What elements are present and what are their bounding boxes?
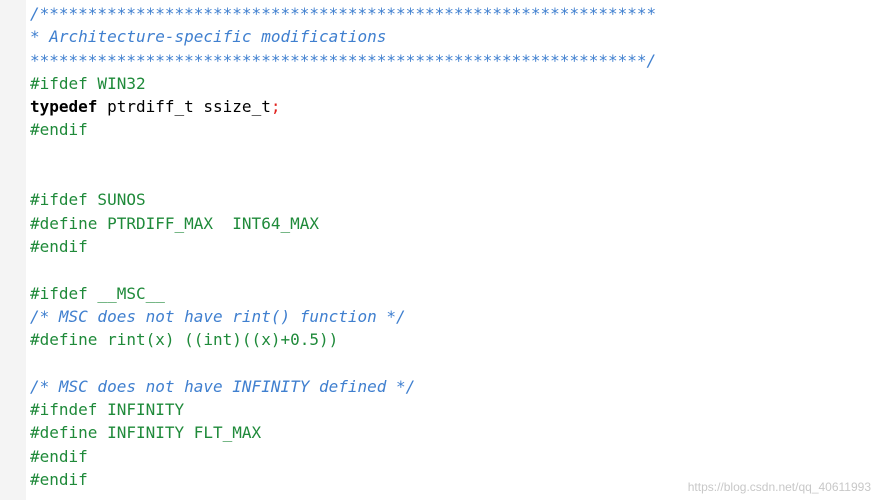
typedef-keyword: typedef bbox=[30, 97, 98, 117]
code-line-17: /* MSC does not have INFINITY defined */ bbox=[30, 376, 416, 396]
code-line-19: #define INFINITY FLT_MAX bbox=[30, 423, 262, 443]
code-line-12 bbox=[30, 258, 656, 281]
code-line-4: #ifdef WIN32 bbox=[30, 73, 146, 93]
code-line-6: #endif bbox=[30, 120, 88, 140]
code-line-14: /* MSC does not have rint() function */ bbox=[30, 306, 406, 326]
code-line-3: ****************************************… bbox=[30, 50, 657, 70]
code-line-9: #ifdef SUNOS bbox=[30, 190, 146, 210]
code-line-11: #endif bbox=[30, 236, 88, 256]
code-line-10: #define PTRDIFF_MAX INT64_MAX bbox=[30, 213, 319, 233]
code-line-21: #endif bbox=[30, 469, 88, 489]
code-line-15: #define rint(x) ((int)((x)+0.5)) bbox=[30, 330, 339, 350]
code-line-1: /***************************************… bbox=[30, 4, 657, 23]
watermark: https://blog.csdn.net/qq_40611993 bbox=[687, 480, 871, 494]
code-line-2: * Architecture-specific modifications bbox=[30, 27, 387, 47]
editor-gutter bbox=[0, 0, 26, 500]
code-line-13: #ifdef __MSC__ bbox=[30, 283, 165, 303]
code-line-8 bbox=[30, 165, 656, 188]
semicolon: ; bbox=[270, 97, 281, 117]
code-area[interactable]: /***************************************… bbox=[30, 2, 656, 491]
code-line-5: typedef ptrdiff_t ssize_t; bbox=[30, 95, 656, 118]
code-line-7 bbox=[30, 142, 656, 165]
code-line-16 bbox=[30, 351, 656, 374]
code-line-20: #endif bbox=[30, 446, 88, 466]
typedef-body: ptrdiff_t ssize_t bbox=[97, 97, 271, 117]
code-line-18: #ifndef INFINITY bbox=[30, 400, 185, 420]
